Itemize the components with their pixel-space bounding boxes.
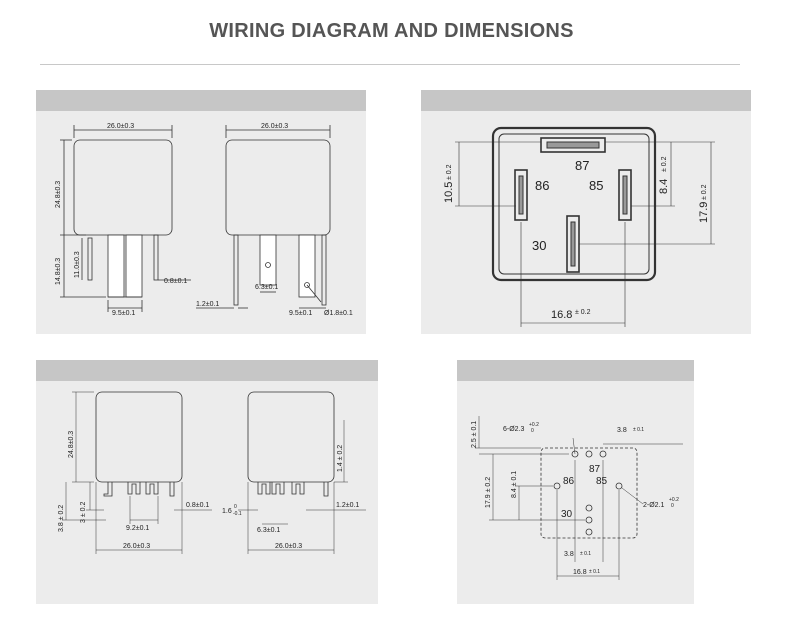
pcb-dim-shoulder-height: 1.4 ± 0.2 bbox=[337, 445, 344, 472]
pinout-panel: 87 86 85 30 10.5 ± 0.2 8.4 ± 0.2 17.9 ± … bbox=[421, 90, 751, 334]
pcb-dim-hole-small: 2-Ø2.1 bbox=[643, 502, 665, 509]
pcb-dim-pitch-bottom-tol: ± 0.1 bbox=[580, 551, 591, 557]
page-title: WIRING DIAGRAM AND DIMENSIONS bbox=[209, 20, 574, 42]
pcb-dim-width-left: 26.0±0.3 bbox=[123, 543, 150, 550]
pcb-pin-label-86: 86 bbox=[563, 476, 575, 487]
title-divider bbox=[40, 64, 740, 65]
relay-body-left bbox=[73, 139, 173, 236]
dim-pin-offset: 1.2±0.1 bbox=[196, 301, 219, 308]
pcb-dim-pitch-bottom: 3.8 bbox=[564, 551, 574, 558]
pin-label-85: 85 bbox=[589, 178, 603, 193]
pcb-relay-body-right bbox=[247, 391, 335, 483]
pin-label-30: 30 bbox=[532, 238, 546, 253]
relay-inner-outline bbox=[498, 133, 650, 275]
dim-lines-left bbox=[60, 125, 191, 312]
side-view-panel: 26.0±0.3 24.8±0.3 14.8±0.3 11.0±0.3 0.8±… bbox=[36, 90, 366, 334]
pcb-dim-pin-height-outer: 3.8 ± 0.2 bbox=[58, 505, 65, 532]
pcb-dim-width-right: 26.0±0.3 bbox=[275, 543, 302, 550]
pcb-dim-inner: 8.4 ± 0.1 bbox=[511, 471, 518, 498]
dim-pin-thickness: 0.8±0.1 bbox=[164, 278, 187, 285]
dim-right-inner-tol: ± 0.2 bbox=[661, 156, 668, 172]
side-view-drawing: 26.0±0.3 24.8±0.3 14.8±0.3 11.0±0.3 0.8±… bbox=[55, 123, 353, 317]
dim-right-outer-tol: ± 0.2 bbox=[701, 184, 708, 200]
dim-bottom-tol: ± 0.2 bbox=[575, 309, 591, 316]
relay-body-right bbox=[225, 139, 331, 236]
dim-width-right: 26.0±0.3 bbox=[261, 123, 288, 130]
dim-height-pins-outer: 14.8±0.3 bbox=[55, 258, 62, 285]
pcb-pin-label-30: 30 bbox=[561, 509, 573, 520]
dim-hole-diameter: Ø1.8±0.1 bbox=[324, 310, 353, 317]
pcb-side-view-drawing: 24.8±0.3 3.8 ± 0.2 3 ± 0.2 9.2±0.1 26.0±… bbox=[58, 391, 366, 554]
pcb-dim-pitch-top: 3.8 bbox=[617, 427, 627, 434]
pcb-dim-width: 16.8 bbox=[573, 569, 587, 576]
pcb-relay-body-left bbox=[95, 391, 183, 483]
panel-header bbox=[421, 90, 751, 111]
relay-footprint bbox=[540, 447, 638, 539]
pcb-dim-offset-tol-bottom: -0.1 bbox=[233, 511, 242, 517]
dim-height-pins-inner: 11.0±0.3 bbox=[74, 251, 81, 278]
pcb-pins-right bbox=[257, 482, 329, 497]
dim-pin-spacing-right: 9.5±0.1 bbox=[289, 310, 312, 317]
dim-lines-right bbox=[196, 125, 331, 309]
pcb-dim-pin-height-inner: 3 ± 0.2 bbox=[80, 502, 87, 523]
pcb-dim-lines-left bbox=[62, 391, 212, 554]
dim-width-left: 26.0±0.3 bbox=[107, 123, 134, 130]
pcb-dim-offset: 1.6 bbox=[222, 508, 232, 515]
pcb-dim-hole-small-tol-bottom: 0 bbox=[671, 503, 674, 509]
pcb-dim-width-tol: ± 0.1 bbox=[589, 569, 600, 575]
dim-pin-spacing-left: 9.5±0.1 bbox=[112, 310, 135, 317]
pcb-pin-label-85: 85 bbox=[596, 476, 608, 487]
pcb-dim-hole-big-tol-top: +0.2 bbox=[529, 422, 539, 428]
pcb-side-view-panel: 24.8±0.3 3.8 ± 0.2 3 ± 0.2 9.2±0.1 26.0±… bbox=[36, 360, 378, 604]
pcb-dim-pin-offset: 1.2±0.1 bbox=[336, 502, 359, 509]
pcb-dim-pin-spacing: 9.2±0.1 bbox=[126, 525, 149, 532]
pcb-holes bbox=[553, 450, 623, 536]
pcb-dim-lines-right bbox=[238, 420, 366, 554]
pin-slots bbox=[514, 137, 632, 273]
pcb-layout-dim-lines bbox=[475, 416, 683, 580]
pcb-pin-label-87: 87 bbox=[589, 464, 601, 475]
panel-header bbox=[36, 360, 378, 381]
dim-pin-width: 6.3±0.1 bbox=[255, 284, 278, 291]
pcb-dim-pin-width: 6.3±0.1 bbox=[257, 527, 280, 534]
pcb-layout-drawing: 2.5 ± 0.1 6-Ø2.3 +0.2 0 3.8 ± 0.1 87 86 … bbox=[471, 416, 683, 580]
panel-header bbox=[457, 360, 694, 381]
pcb-dim-hole-big-tol-bottom: 0 bbox=[531, 428, 534, 434]
pins-right bbox=[233, 234, 327, 306]
relay-outline bbox=[491, 126, 657, 282]
pin-label-87: 87 bbox=[575, 158, 589, 173]
panel-header bbox=[36, 90, 366, 111]
pcb-layout-panel: 2.5 ± 0.1 6-Ø2.3 +0.2 0 3.8 ± 0.1 87 86 … bbox=[457, 360, 694, 604]
pcb-dim-top-offset: 2.5 ± 0.1 bbox=[471, 421, 478, 448]
dim-left-tol: ± 0.2 bbox=[446, 164, 453, 180]
pcb-dim-hole-big: 6-Ø2.3 bbox=[503, 426, 525, 433]
pcb-dim-pitch-top-tol: ± 0.1 bbox=[633, 427, 644, 433]
pin-label-86: 86 bbox=[535, 178, 549, 193]
pcb-dim-outer: 17.9 ± 0.2 bbox=[485, 477, 492, 508]
dim-bottom: 16.8 bbox=[551, 309, 572, 321]
pcb-dim-pin-thickness: 0.8±0.1 bbox=[186, 502, 209, 509]
pcb-dim-offset-tol-top: 0 bbox=[234, 504, 237, 510]
pcb-pins-left bbox=[103, 482, 175, 497]
dim-right-inner: 8.4 bbox=[658, 179, 670, 194]
pcb-dim-hole-small-tol-top: +0.2 bbox=[669, 497, 679, 503]
dim-left: 10.5 bbox=[443, 182, 455, 203]
dim-right-outer: 17.9 bbox=[698, 202, 710, 223]
pinout-dim-lines bbox=[455, 141, 715, 327]
pinout-drawing: 87 86 85 30 10.5 ± 0.2 8.4 ± 0.2 17.9 ± … bbox=[443, 126, 715, 327]
pins-left bbox=[87, 234, 159, 298]
pcb-dim-height-body: 24.8±0.3 bbox=[68, 431, 75, 458]
dim-height-body: 24.8±0.3 bbox=[55, 181, 62, 208]
